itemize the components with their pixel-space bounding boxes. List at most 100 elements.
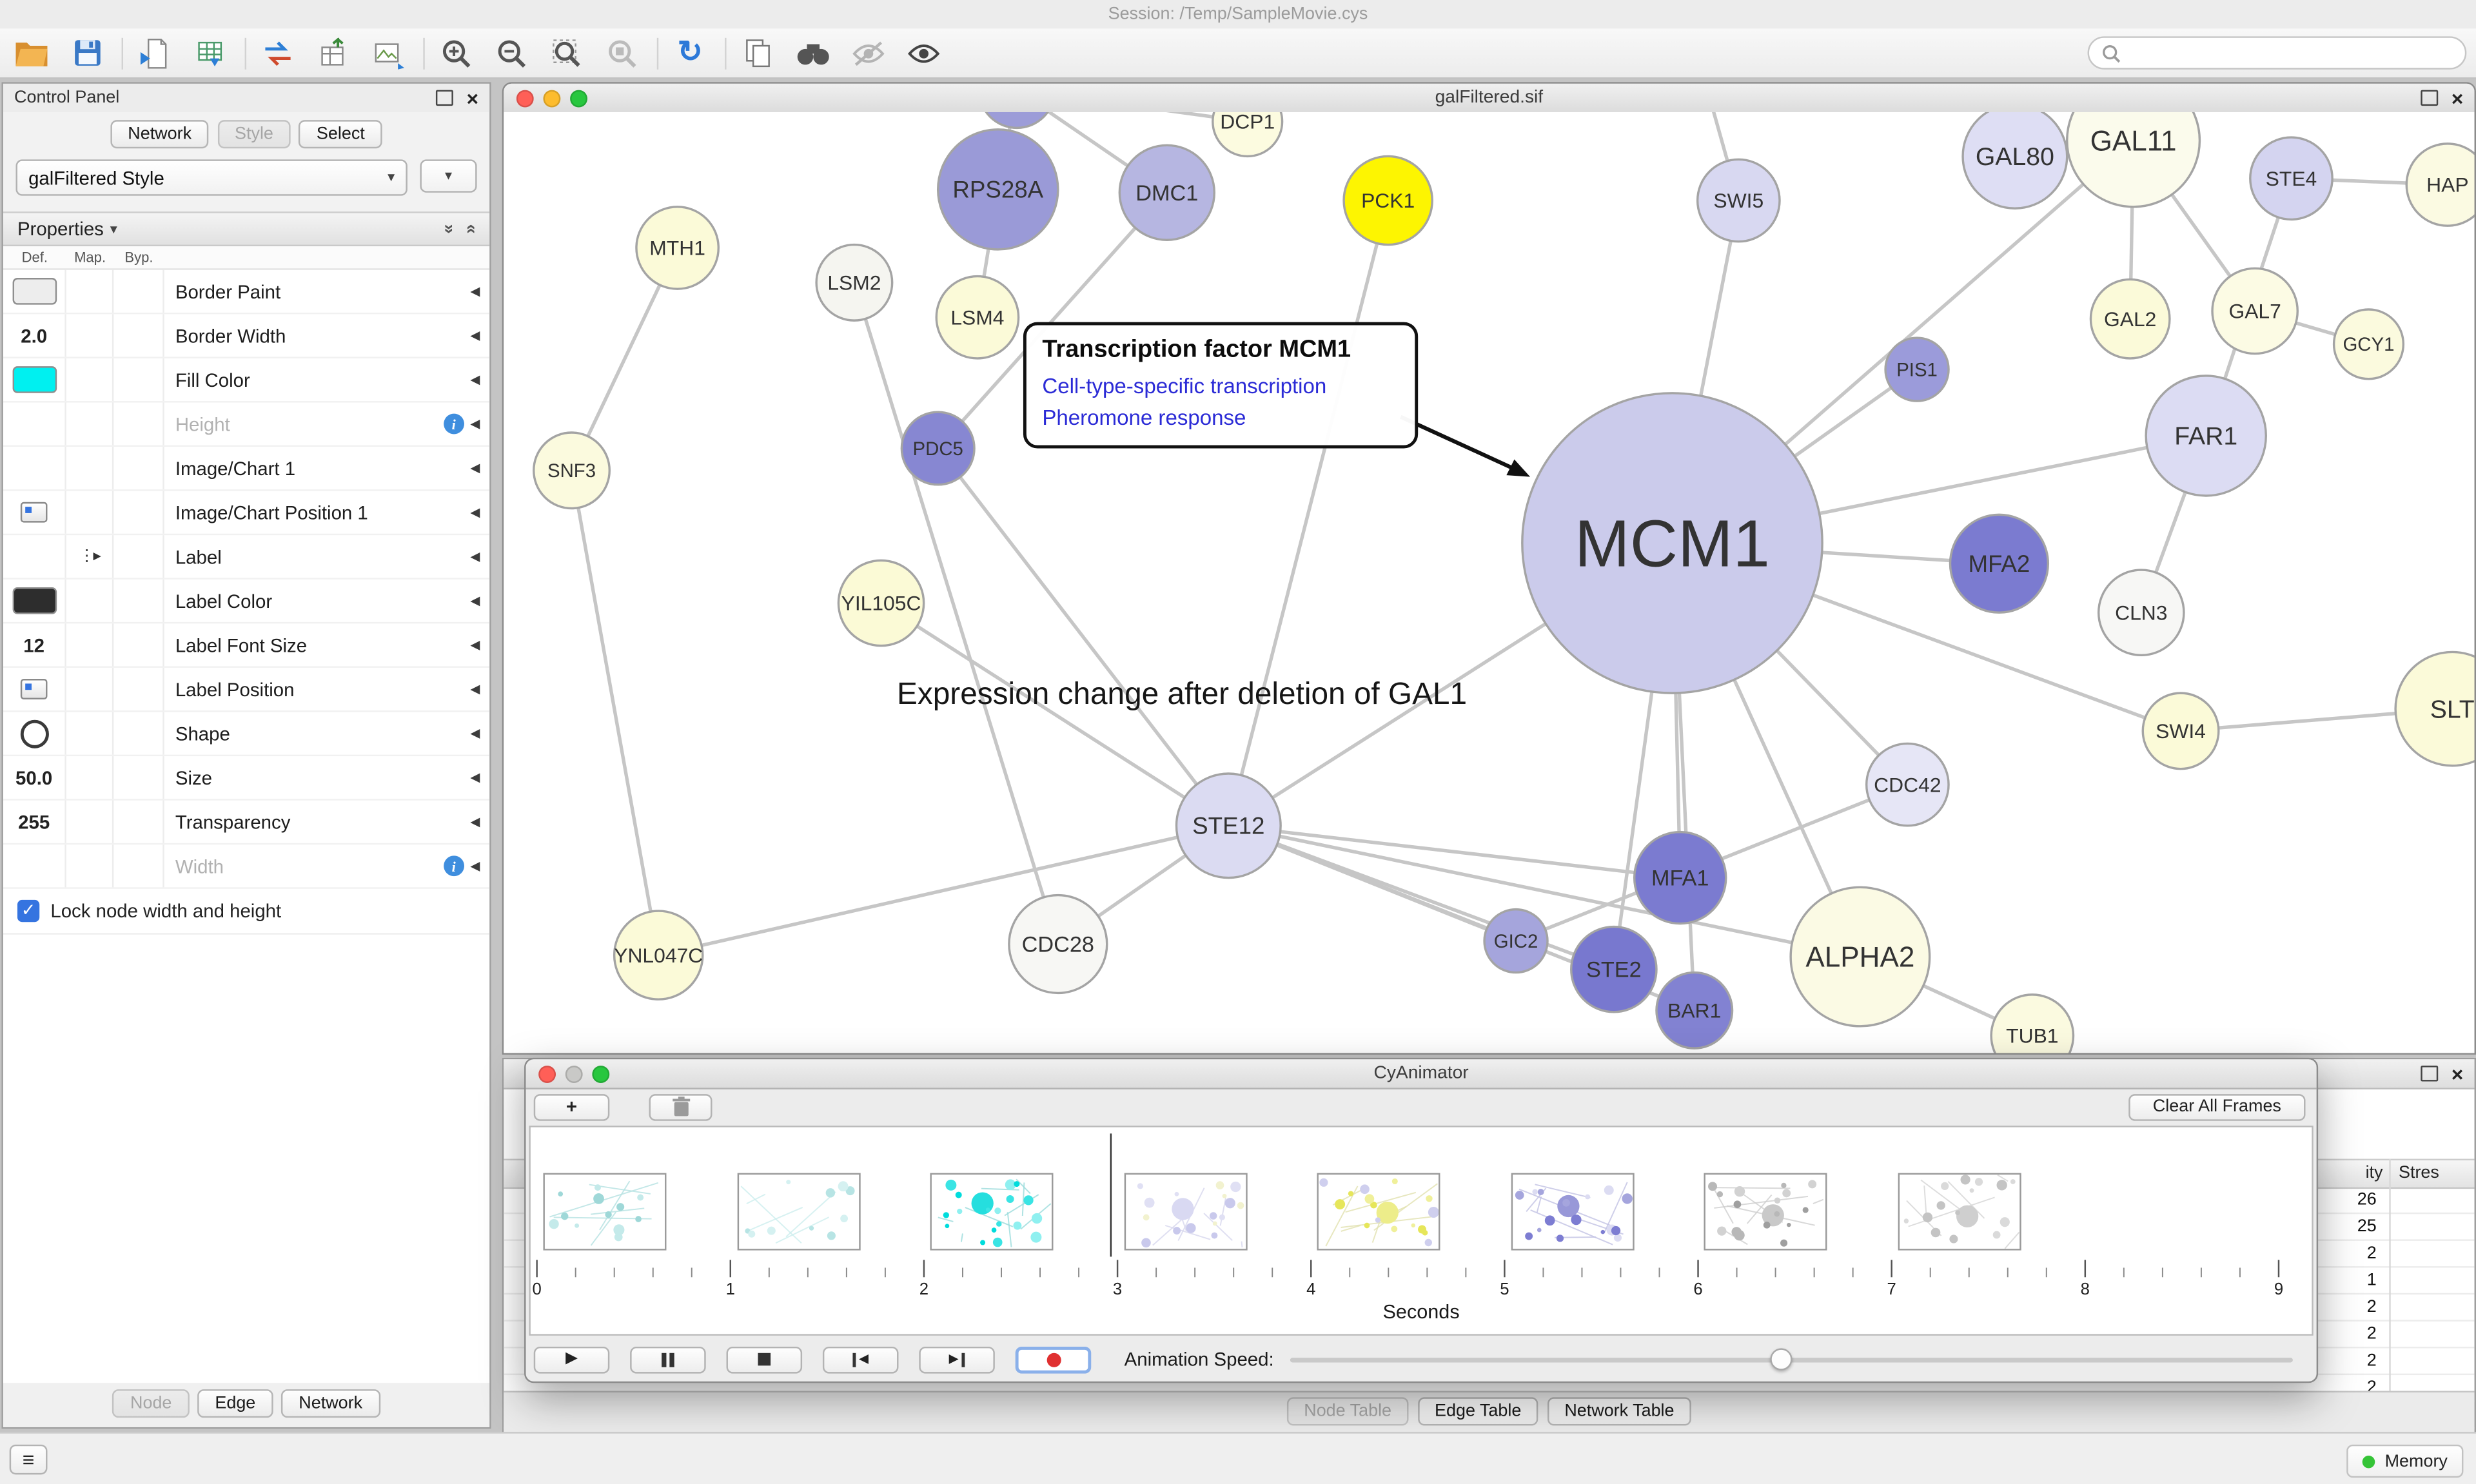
lock-checkbox[interactable]: ✓ (17, 899, 40, 923)
minimize-window-button[interactable] (565, 1064, 583, 1082)
graph-node-bar1[interactable] (1655, 971, 1734, 1050)
property-row[interactable]: Border Paint◀ (3, 269, 490, 315)
graph-node-slt[interactable] (2394, 650, 2475, 767)
float-window-icon[interactable] (2421, 90, 2439, 106)
expand-all-icon[interactable]: » (438, 224, 458, 234)
zoom-window-button[interactable] (570, 89, 588, 107)
delete-frame-button[interactable] (649, 1093, 712, 1120)
duplicate-button[interactable] (736, 32, 780, 73)
graph-node-gic2[interactable] (1483, 908, 1549, 974)
column-stress[interactable]: Stres (2399, 1163, 2439, 1183)
graph-node-hap[interactable] (2405, 142, 2475, 227)
import-network-from-file-button[interactable] (133, 32, 177, 73)
graph-node-gal11[interactable] (2066, 112, 2201, 208)
graph-node-yil105c[interactable] (837, 559, 925, 647)
record-button[interactable] (1015, 1345, 1092, 1373)
graph-node-gal2[interactable] (2089, 278, 2171, 360)
export-image-button[interactable] (366, 32, 411, 73)
expand-row-icon[interactable]: ◀ (470, 284, 480, 298)
float-panel-icon[interactable] (2421, 1066, 2439, 1082)
graph-node-swi4[interactable] (2141, 692, 2220, 770)
graph-node-ste2[interactable] (1570, 925, 1658, 1013)
graph-node-pck1[interactable] (1342, 155, 1433, 246)
show-all-button[interactable] (901, 32, 946, 73)
speed-slider-thumb[interactable] (1770, 1347, 1793, 1370)
add-frame-button[interactable]: + (533, 1093, 610, 1120)
graph-node-tub1[interactable] (1990, 993, 2075, 1053)
graph-node-snf3[interactable] (533, 431, 611, 510)
frame-thumbnail-2[interactable] (930, 1173, 1054, 1251)
expand-row-icon[interactable]: ◀ (470, 549, 480, 564)
refresh-view-button[interactable]: ↻ (668, 32, 712, 73)
graph-node-cdc28[interactable] (1008, 893, 1108, 995)
expand-row-icon[interactable]: ◀ (470, 505, 480, 520)
close-view-icon[interactable]: × (2451, 86, 2464, 110)
tab-node-table[interactable]: Node Table (1286, 1397, 1409, 1426)
graph-node-cdc42[interactable] (1865, 742, 1950, 827)
annotation-link[interactable]: Cell-type-specific transcription (1042, 374, 1327, 398)
expand-row-icon[interactable]: ◀ (470, 859, 480, 874)
info-icon[interactable]: i (443, 413, 464, 434)
zoom-out-button[interactable] (489, 32, 534, 73)
color-swatch[interactable] (12, 278, 56, 305)
graph-node-gal80[interactable] (1961, 112, 2068, 210)
graph-node-mcm1[interactable] (1521, 392, 1823, 694)
save-session-button[interactable] (64, 32, 109, 73)
style-dropdown[interactable]: galFiltered Style ▾ (15, 159, 408, 196)
collapse-all-icon[interactable]: » (460, 224, 480, 234)
tab-style[interactable]: Style (217, 120, 291, 149)
graph-node-dcp1[interactable] (1212, 112, 1284, 158)
color-swatch[interactable] (12, 366, 56, 393)
property-row[interactable]: Image/Chart Position 1◀ (3, 491, 490, 536)
pause-button[interactable] (630, 1345, 706, 1373)
speed-slider[interactable] (1290, 1347, 2293, 1370)
tab-node[interactable]: Node (113, 1389, 190, 1418)
skip-start-button[interactable]: ◀ (822, 1345, 899, 1373)
graph-node-ste12[interactable] (1175, 772, 1282, 879)
properties-header[interactable]: Properties ▾ » » (3, 211, 490, 247)
column-centrality[interactable]: ity (2365, 1163, 2383, 1183)
tab-select[interactable]: Select (299, 120, 382, 149)
graph-node-ste4[interactable] (2249, 136, 2334, 221)
graph-node-alpha2[interactable] (1789, 886, 1931, 1028)
property-row[interactable]: ⋮▸Label◀ (3, 535, 490, 580)
close-panel-icon[interactable]: × (466, 86, 479, 110)
tab-network-table[interactable]: Network Table (1547, 1397, 1692, 1426)
graph-node-gcy1[interactable] (2332, 308, 2405, 380)
graph-node-lsm2[interactable] (815, 243, 894, 322)
clear-all-frames-button[interactable]: Clear All Frames (2128, 1093, 2306, 1120)
panel-menu-button[interactable]: ≡ (9, 1444, 48, 1475)
float-panel-icon[interactable] (436, 90, 454, 106)
import-network-database-button[interactable] (256, 32, 300, 73)
expand-row-icon[interactable]: ◀ (470, 681, 480, 697)
frame-thumbnail-7[interactable] (1898, 1173, 2021, 1251)
search-input[interactable] (2128, 41, 2453, 64)
graph-node-mfa2[interactable] (1949, 513, 2050, 614)
graph-node-swi5[interactable] (1696, 158, 1781, 243)
expand-row-icon[interactable]: ◀ (470, 328, 480, 343)
frame-thumbnail-4[interactable] (1317, 1173, 1441, 1251)
graph-node-pdc5[interactable] (900, 411, 976, 486)
export-network-button[interactable] (311, 32, 355, 73)
memory-button[interactable]: Memory (2346, 1444, 2464, 1478)
graph-node-ynl047c[interactable] (613, 910, 704, 1001)
graph-node-mfa1[interactable] (1633, 830, 1727, 925)
annotation-link[interactable]: Pheromone response (1042, 405, 1246, 429)
close-window-button[interactable] (538, 1064, 556, 1082)
minimize-window-button[interactable] (543, 89, 561, 107)
style-options-button[interactable]: ▾ (420, 159, 477, 193)
frame-thumbnail-6[interactable] (1704, 1173, 1828, 1251)
expand-row-icon[interactable]: ◀ (470, 416, 480, 431)
open-session-button[interactable] (10, 32, 54, 73)
zoom-window-button[interactable] (592, 1064, 610, 1082)
expand-row-icon[interactable]: ◀ (470, 372, 480, 387)
playhead[interactable] (1110, 1133, 1112, 1257)
expand-row-icon[interactable]: ◀ (470, 814, 480, 829)
frame-thumbnail-1[interactable] (736, 1173, 860, 1251)
import-table-from-file-button[interactable] (188, 32, 232, 73)
graph-node-far1[interactable] (2145, 375, 2268, 497)
frame-thumbnail-5[interactable] (1511, 1173, 1635, 1251)
